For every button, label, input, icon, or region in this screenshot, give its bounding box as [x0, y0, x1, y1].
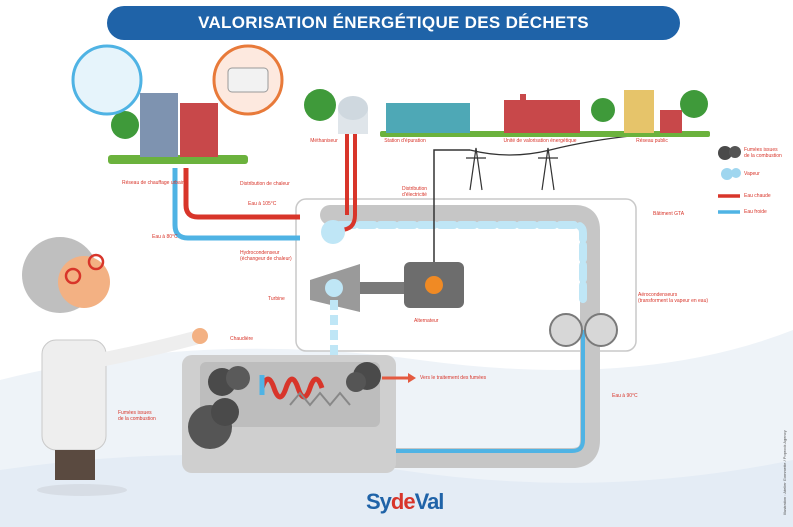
apartment-building-1: [140, 93, 178, 157]
label-vers-traitement: Vers le traitement des fumées: [420, 375, 487, 381]
legend-hot-label: Eau chaude: [744, 193, 771, 199]
boiler-coils-hot: [259, 376, 325, 400]
turbine-shaft: [360, 282, 406, 294]
label-aerocondenseurs-1: Aérocondenseurs: [638, 292, 678, 298]
label-fumees-1: Fumées issues: [118, 410, 152, 416]
label-reseau-chauffage: Réseau de chauffage urbain: [122, 180, 185, 186]
apartment-building-2: [180, 103, 218, 157]
tree: [680, 90, 708, 118]
legend-steam-icon: [721, 168, 733, 180]
legend-steam-icon: [731, 168, 741, 178]
ground-left: [108, 155, 248, 164]
power-cables: [469, 134, 641, 156]
label-methaniseur: Méthaniseur: [310, 138, 338, 144]
logo-part-3: Val: [414, 489, 445, 514]
public-building-1: [624, 90, 654, 133]
label-alternateur: Alternateur: [414, 318, 439, 324]
smoke-cloud: [226, 366, 250, 390]
professor-legs: [55, 450, 95, 480]
pylon-1: [466, 147, 486, 191]
logo-part-1: Sy: [366, 489, 392, 514]
label-eau-90: Eau à 90°C: [612, 393, 638, 399]
district-hot-pipe: [183, 168, 300, 220]
page-title: VALORISATION ÉNERGÉTIQUE DES DÉCHETS: [198, 13, 589, 32]
label-hydrocondenseur-1: Hydrocondenseur: [240, 250, 280, 256]
boiler-grate: [289, 391, 351, 407]
label-fumees-2: de la combustion: [118, 416, 156, 422]
professor-glasses-left: [64, 267, 82, 285]
legend-cold-label: Eau froide: [744, 209, 767, 215]
legend-steam-label: Vapeur: [744, 171, 760, 177]
flue-arrow-head: [408, 373, 416, 383]
label-eau-80: Eau à 80°C: [152, 234, 178, 240]
legend-smoke-icon: [718, 146, 732, 160]
station-epuration-building: [386, 103, 470, 133]
electricity-line: [433, 149, 470, 262]
methaniseur-dome: [338, 96, 368, 120]
label-aerocondenseurs-2: (transforment la vapeur en eau): [638, 298, 709, 304]
label-distribution-electricite-2: d'électricité: [402, 192, 427, 198]
public-building-2: [660, 110, 682, 133]
label-unite-valorisation: Unité de valorisation énergétique: [503, 138, 577, 144]
professor-arm: [93, 331, 202, 367]
alternator-icon: [425, 276, 443, 294]
illustration-credit: Illustration : Atelier Gommette / Poproc…: [782, 430, 787, 515]
sydeval-logo: SydeVal: [366, 489, 445, 515]
smoke-cloud: [211, 398, 239, 426]
tree: [591, 98, 615, 122]
radiator-icon: [227, 67, 269, 93]
label-chaudiere: Chaudière: [230, 336, 254, 342]
pylon-2: [538, 147, 558, 191]
fan-2: [584, 313, 618, 347]
logo-part-2: de: [390, 489, 416, 514]
label-eau-105: Eau à 105°C: [248, 201, 277, 207]
title-banner: VALORISATION ÉNERGÉTIQUE DES DÉCHETS: [107, 6, 680, 40]
factory-building: [504, 100, 580, 133]
label-batiment-gta: Bâtiment GTA: [653, 211, 685, 217]
label-station-epuration: Station d'épuration: [384, 138, 426, 144]
legend-smoke-line1: Fumées issues: [744, 147, 778, 153]
district-cold-pipe: [172, 168, 300, 241]
batiment-gta-outline: [295, 198, 637, 352]
legend-item-cold: Eau froide: [716, 206, 791, 224]
factory-chimney: [520, 94, 526, 104]
shower-bubble: [71, 44, 143, 116]
hydrocondenseur-steam: [321, 220, 345, 244]
professor-glasses-right: [87, 253, 105, 271]
legend-item-steam: Vapeur: [716, 168, 791, 186]
label-reseau-public: Réseau public: [636, 138, 668, 144]
label-turbine: Turbine: [268, 296, 285, 302]
steam-line-top: [336, 221, 587, 304]
legend-item-hot: Eau chaude: [716, 190, 791, 208]
smoke-cloud: [346, 372, 366, 392]
professor-shadow: [37, 484, 127, 496]
turbine-steam: [325, 279, 343, 297]
tree: [304, 89, 336, 121]
fan-1: [549, 313, 583, 347]
professor-hand: [192, 328, 208, 344]
label-hydrocondenseur-2: (échangeur de chaleur): [240, 256, 292, 262]
label-distribution-chaleur: Distribution de chaleur: [240, 181, 290, 187]
legend-smoke-line2: de la combustion: [744, 153, 782, 159]
label-distribution-electricite-1: Distribution: [402, 186, 428, 192]
tree: [111, 111, 139, 139]
legend-item-smoke: Fumées issues de la combustion: [716, 144, 791, 162]
legend-smoke-icon: [729, 146, 741, 158]
